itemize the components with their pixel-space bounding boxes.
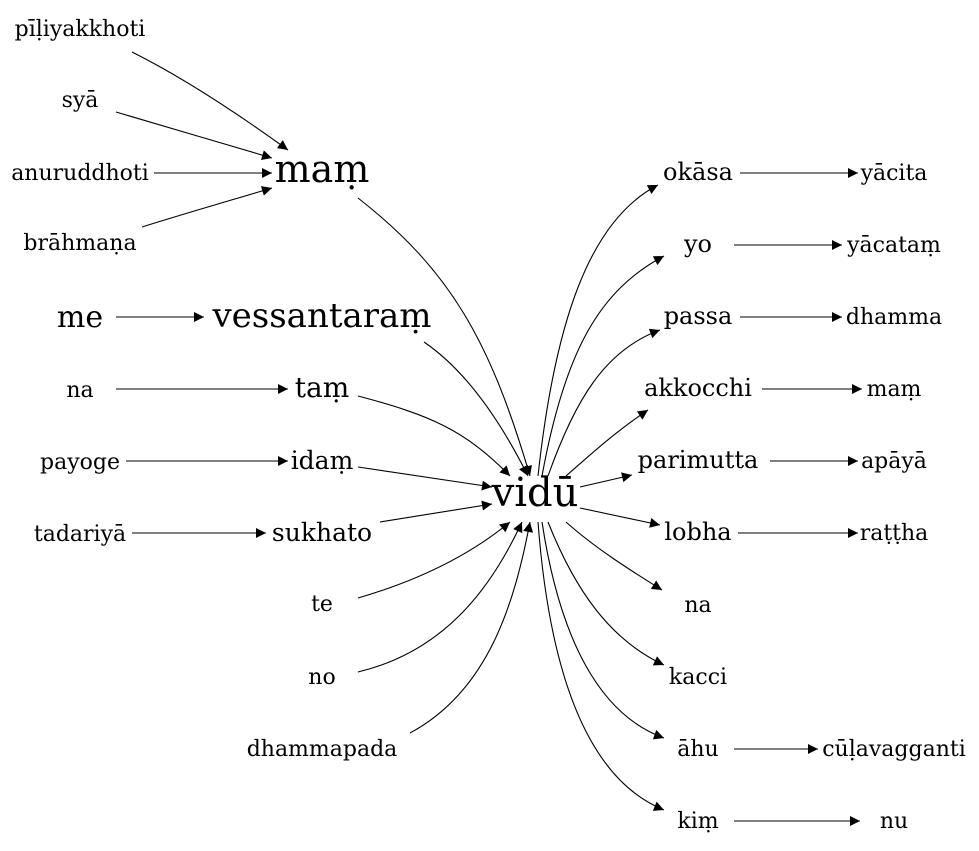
node-passa: passa bbox=[664, 302, 733, 330]
edge-vessantaram-to-vidu bbox=[423, 341, 529, 477]
node-mam-hub: maṃ bbox=[275, 147, 370, 191]
edge-vidu-to-kacci bbox=[547, 521, 665, 666]
node-yacatam: yācataṃ bbox=[846, 233, 941, 258]
node-dhamma: dhamma bbox=[846, 305, 942, 330]
node-culavagganti: cūḷavagganti bbox=[822, 737, 966, 762]
edge-vidu-to-na bbox=[565, 521, 663, 591]
node-akkocchi: akkocchi bbox=[644, 374, 752, 402]
edge-mam-to-vidu bbox=[357, 197, 532, 477]
edge-no-to-vidu bbox=[357, 521, 523, 673]
edge-tam-to-vidu bbox=[357, 395, 511, 477]
node-piliyakkhoti: pīḷiyakkhoti bbox=[15, 17, 146, 42]
edge-sya-to-mam bbox=[115, 111, 273, 160]
node-kim: kiṃ bbox=[677, 809, 718, 834]
edges bbox=[115, 51, 862, 826]
node-no: no bbox=[308, 665, 335, 690]
node-lobha: lobha bbox=[664, 518, 731, 546]
node-vessantaram: vessantaraṃ bbox=[211, 296, 431, 336]
edge-dhammapada-to-vidu bbox=[409, 521, 534, 734]
edge-vidu-to-lobha bbox=[579, 507, 661, 528]
node-kacci: kacci bbox=[669, 665, 727, 690]
node-sukhato: sukhato bbox=[272, 518, 372, 547]
node-te: te bbox=[311, 592, 333, 617]
edge-brahmana-to-mam bbox=[141, 186, 273, 228]
edge-vidu-to-kim bbox=[537, 521, 665, 811]
node-okasa: okāsa bbox=[663, 158, 733, 186]
node-sya: syā bbox=[62, 88, 99, 113]
edge-vidu-to-passa bbox=[547, 328, 661, 477]
edge-te-to-vidu bbox=[357, 521, 511, 599]
edge-idam-to-vidu bbox=[357, 466, 493, 491]
edge-vidu-to-parimutta bbox=[579, 472, 633, 488]
node-apaya: apāyā bbox=[861, 449, 927, 474]
node-anuruddhoti: anuruddhoti bbox=[11, 161, 149, 186]
node-vidu-center: vidū bbox=[491, 470, 579, 516]
edge-vidu-to-akkocchi bbox=[565, 409, 649, 477]
edge-vidu-to-okasa bbox=[537, 184, 659, 477]
node-mam-right: maṃ bbox=[867, 377, 922, 402]
edge-vidu-to-ahu bbox=[541, 521, 665, 740]
node-na-right: na bbox=[684, 593, 711, 618]
node-yacita: yācita bbox=[860, 161, 928, 186]
node-dhammapada: dhammapada bbox=[247, 737, 398, 762]
node-me: me bbox=[57, 300, 103, 335]
node-na-left: na bbox=[66, 378, 93, 403]
node-nu: nu bbox=[880, 809, 908, 834]
node-brahmana: brāhmaṇa bbox=[23, 231, 136, 256]
node-payoge: payoge bbox=[40, 450, 120, 475]
node-tam: taṃ bbox=[295, 371, 350, 404]
edge-vidu-to-yo bbox=[541, 255, 665, 477]
edge-piliyakkhoti-to-mam bbox=[131, 51, 289, 151]
node-tadariya: tadariyā bbox=[34, 522, 126, 547]
node-yo: yo bbox=[683, 230, 712, 258]
node-ahu: āhu bbox=[677, 737, 718, 762]
nodes: pīḷiyakkhoti syā anuruddhoti brāhmaṇa ma… bbox=[11, 17, 966, 834]
node-rattha: raṭṭha bbox=[860, 521, 929, 546]
node-idam: idaṃ bbox=[291, 446, 354, 475]
edge-sukhato-to-vidu bbox=[379, 500, 493, 523]
node-parimutta: parimutta bbox=[638, 446, 759, 474]
